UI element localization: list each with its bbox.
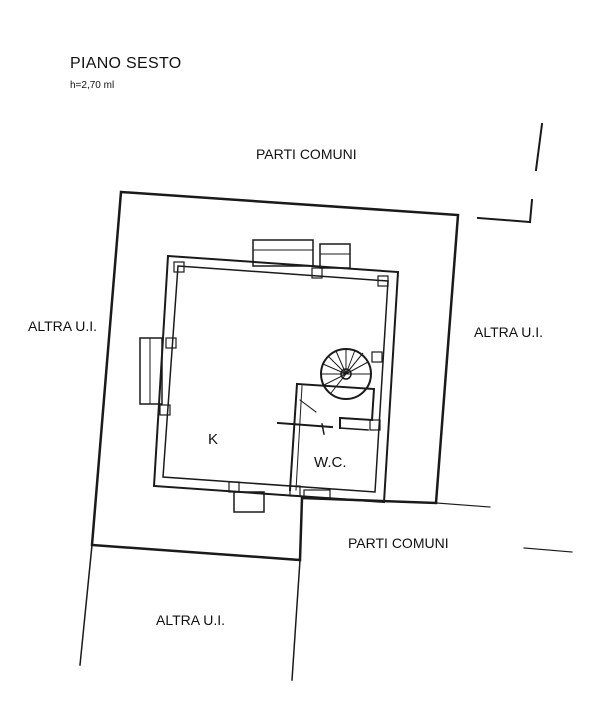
wc-partition: [295, 382, 376, 429]
wall-pier: [369, 419, 381, 431]
apartment-inner-wall: [162, 265, 389, 493]
window-left: [139, 337, 163, 405]
terrace-boundary: [90, 190, 460, 562]
window-top-right: [319, 243, 351, 269]
threshold: [303, 489, 331, 499]
common-area-top-label: PARTI COMUNI: [256, 146, 357, 162]
lower-unit-top-wall: [91, 544, 301, 561]
kitchen-label: K: [208, 431, 219, 448]
wall-pier: [173, 261, 185, 273]
entrance-step: [233, 491, 265, 513]
wall-pier: [371, 351, 383, 363]
spiral-staircase: [320, 348, 372, 400]
other-unit-left-label: ALTRA U.I.: [28, 318, 97, 334]
wall-pier: [377, 275, 389, 287]
property-boundary: [528, 198, 534, 224]
wc-partition: [295, 385, 303, 491]
lower-unit-left-wall: [79, 544, 93, 666]
common-area-line: [523, 547, 573, 553]
lower-unit-right-wall: [291, 559, 301, 681]
property-boundary: [534, 122, 544, 172]
wall-pier: [311, 267, 323, 279]
common-area-right-label: PARTI COMUNI: [348, 535, 449, 551]
other-unit-bottom-label: ALTRA U.I.: [156, 612, 225, 628]
property-boundary: [476, 216, 532, 224]
wc-door-line: [276, 421, 334, 429]
apartment-outer-wall: [152, 254, 400, 504]
wc-partition: [288, 382, 299, 492]
common-area-line: [435, 502, 491, 508]
wall-pier: [159, 404, 171, 416]
wall-pier: [289, 485, 301, 497]
ceiling-height-label: h=2,70 ml: [70, 80, 115, 91]
floor-title: PIANO SESTO: [70, 55, 182, 72]
wc-label: W.C.: [314, 454, 347, 471]
other-unit-right-label: ALTRA U.I.: [474, 324, 543, 340]
window-top-left: [252, 239, 314, 267]
wall-pier: [165, 337, 177, 349]
wc-door-swing: [299, 399, 317, 413]
